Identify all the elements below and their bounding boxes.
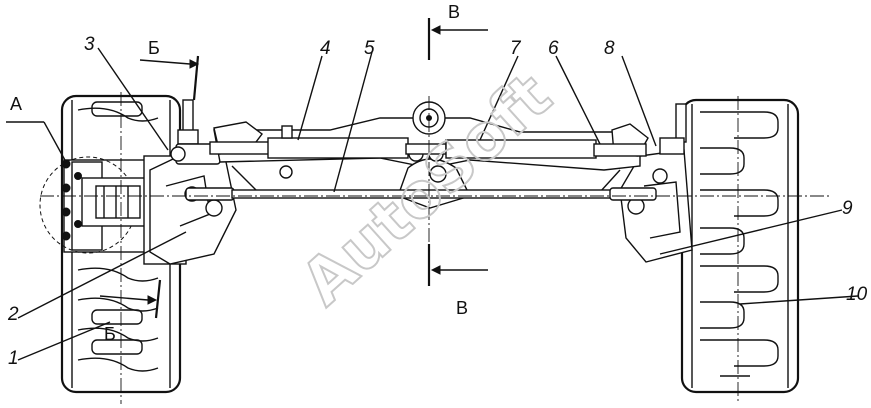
callout-2: 2 bbox=[7, 304, 19, 325]
detail-a-label: А bbox=[10, 94, 22, 114]
callout-5: 5 bbox=[364, 38, 375, 59]
callout-6: 6 bbox=[548, 38, 559, 59]
section-b-bottom-mark bbox=[99, 279, 162, 319]
center-lines bbox=[40, 92, 830, 404]
leader-lines bbox=[6, 47, 859, 361]
section-b-top-mark bbox=[139, 55, 200, 101]
left-hub bbox=[61, 149, 237, 265]
watermark: AutoSoft bbox=[287, 59, 565, 319]
section-v-bottom-mark bbox=[427, 244, 488, 286]
section-v-bottom-label: В bbox=[456, 298, 468, 318]
callout-4: 4 bbox=[320, 38, 331, 59]
callout-9: 9 bbox=[842, 198, 853, 219]
callout-3: 3 bbox=[84, 34, 95, 55]
section-v-top-label: В bbox=[448, 2, 460, 22]
callout-10: 10 bbox=[846, 284, 868, 305]
callout-7: 7 bbox=[510, 38, 522, 59]
right-tire-tread bbox=[700, 111, 779, 377]
tie-rod bbox=[185, 187, 657, 201]
section-v-top-mark bbox=[427, 18, 488, 60]
section-b-top-label: Б bbox=[148, 38, 160, 58]
callout-8: 8 bbox=[604, 38, 615, 59]
section-b-bottom-label: Б bbox=[104, 324, 116, 344]
callout-labels: 1 2 3 4 5 6 7 8 9 10 bbox=[7, 34, 868, 369]
right-wheel bbox=[680, 98, 800, 394]
view-labels: А Б Б В В bbox=[10, 2, 468, 344]
steering-link-upper bbox=[209, 125, 647, 179]
callout-1: 1 bbox=[8, 348, 19, 369]
right-hub bbox=[608, 103, 693, 263]
